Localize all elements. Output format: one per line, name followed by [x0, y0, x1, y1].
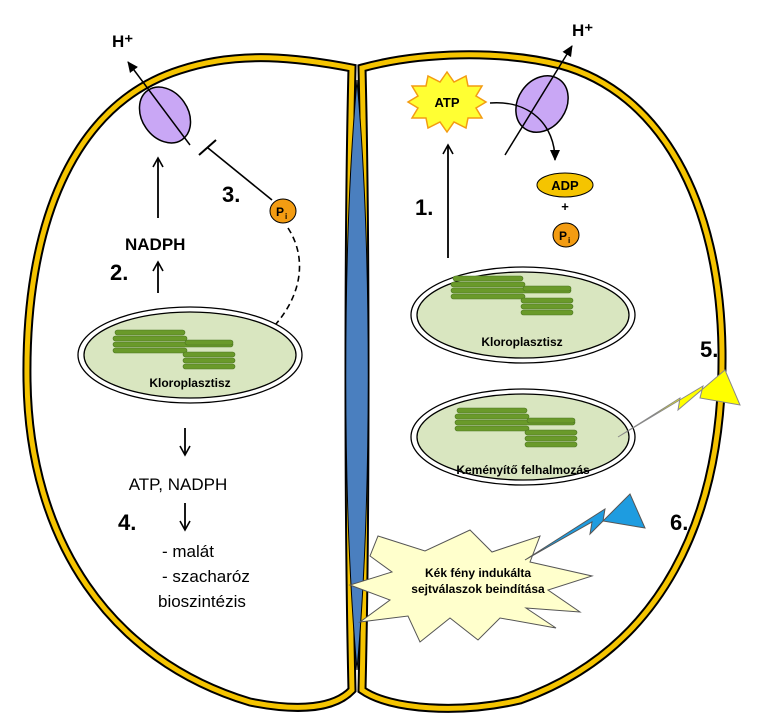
pi-inhibition-bar — [198, 139, 217, 156]
svg-text:i: i — [568, 236, 570, 245]
product-malate: - malát — [162, 542, 214, 561]
adp-molecule: ADP — [536, 172, 594, 198]
step-1-label: 1. — [415, 195, 433, 220]
proton-label-right: H⁺ — [572, 21, 593, 40]
svg-text:ATP: ATP — [434, 95, 459, 110]
proton-pump-left — [127, 61, 192, 146]
chloroplast-left-label: Kloroplasztisz — [149, 376, 230, 390]
blue-light-response-burst — [348, 529, 594, 643]
pi-inhibition-line — [207, 147, 273, 201]
pi-molecule-right: P i — [552, 222, 580, 248]
pi-dashed-arrow — [260, 227, 301, 340]
plus-sign: + — [561, 199, 569, 214]
product-biosynthesis: bioszintézis — [158, 592, 246, 611]
step-2-label: 2. — [110, 260, 128, 285]
nadph-label: NADPH — [125, 235, 185, 254]
blue-light-text-line2: sejtválaszok beindítása — [411, 582, 545, 596]
starch-label: Keményítő felhalmozás — [456, 463, 590, 477]
svg-text:ADP: ADP — [551, 178, 579, 193]
blue-lightning-icon — [524, 493, 646, 561]
proton-pump-right — [504, 45, 573, 156]
atp-hydrolysis-arrow — [489, 102, 560, 161]
svg-text:P: P — [559, 229, 567, 243]
svg-text:P: P — [276, 205, 284, 219]
step-3-label: 3. — [222, 182, 240, 207]
atp-nadph-label: ATP, NADPH — [129, 475, 228, 494]
step-4-label: 4. — [118, 510, 136, 535]
yellow-lightning-icon — [617, 369, 741, 438]
stomatal-pore — [345, 79, 369, 671]
step-6-label: 6. — [670, 510, 688, 535]
chloroplast-right-label: Kloroplasztisz — [481, 335, 562, 349]
pi-molecule-left: P i — [269, 198, 297, 224]
svg-text:i: i — [285, 212, 287, 221]
step-5-label: 5. — [700, 337, 718, 362]
chloroplast-right — [410, 266, 636, 364]
chloroplast-left — [77, 306, 303, 404]
blue-light-text-line1: Kék fény indukálta — [425, 566, 531, 580]
starch-chloroplast — [410, 388, 636, 486]
proton-label-left: H⁺ — [112, 32, 133, 51]
atp-molecule: ATP — [406, 70, 488, 134]
product-sucrose: - szacharóz — [162, 567, 250, 586]
